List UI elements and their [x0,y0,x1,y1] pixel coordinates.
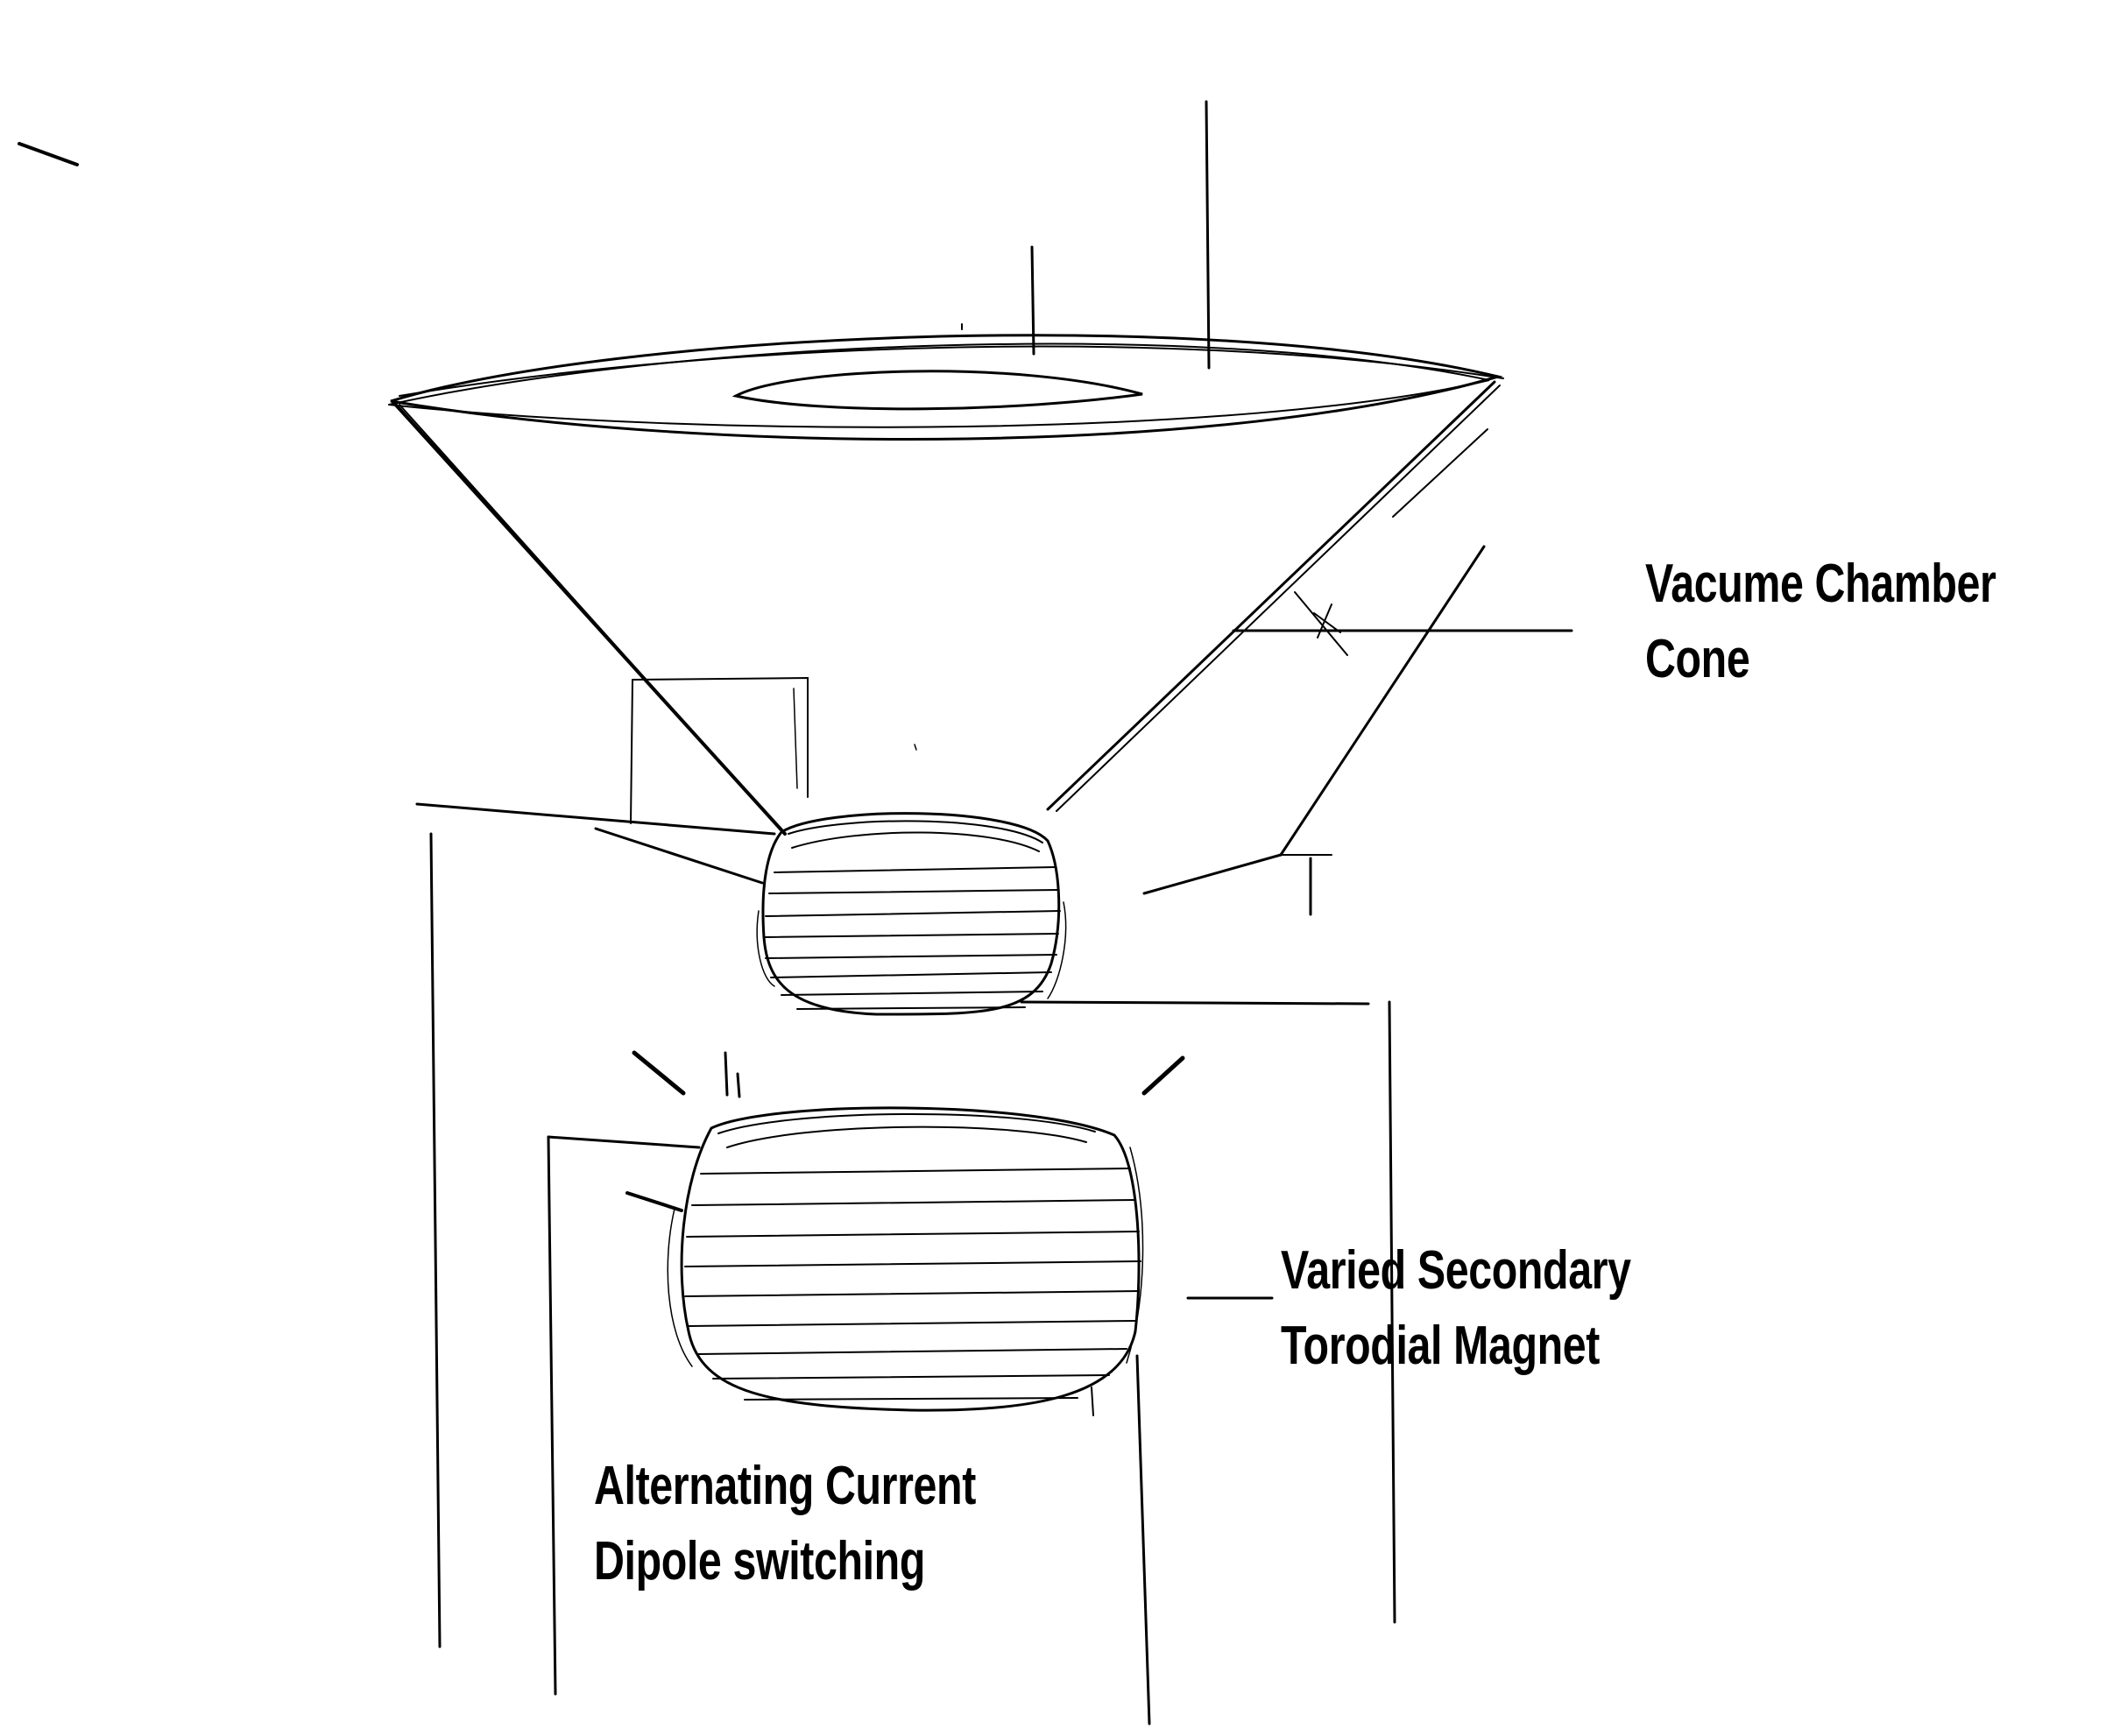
ac-switching-label: Alternating Current Dipole switching [594,1449,976,1599]
support-lines [429,832,1396,1725]
label-line: Alternating Current [594,1456,976,1516]
secondary-magnet-label: Varied Secondary Torodial Magnet [1281,1233,1631,1384]
label-line: Varied Secondary [1281,1240,1631,1301]
upper-toroidal-coil [415,545,1486,1016]
label-line: Dipole switching [594,1531,925,1591]
field-marks [632,1050,1185,1098]
stray-mark [18,142,79,166]
vacuum-chamber-cone-label: Vacume Chamber Cone [1645,547,1996,697]
label-line: Torodial Magnet [1281,1316,1601,1376]
vacuum-chamber-cone [388,100,1573,836]
label-line: Vacume Chamber [1645,554,1996,614]
lower-toroidal-coil [547,1106,1274,1416]
label-line: Cone [1645,629,1750,689]
